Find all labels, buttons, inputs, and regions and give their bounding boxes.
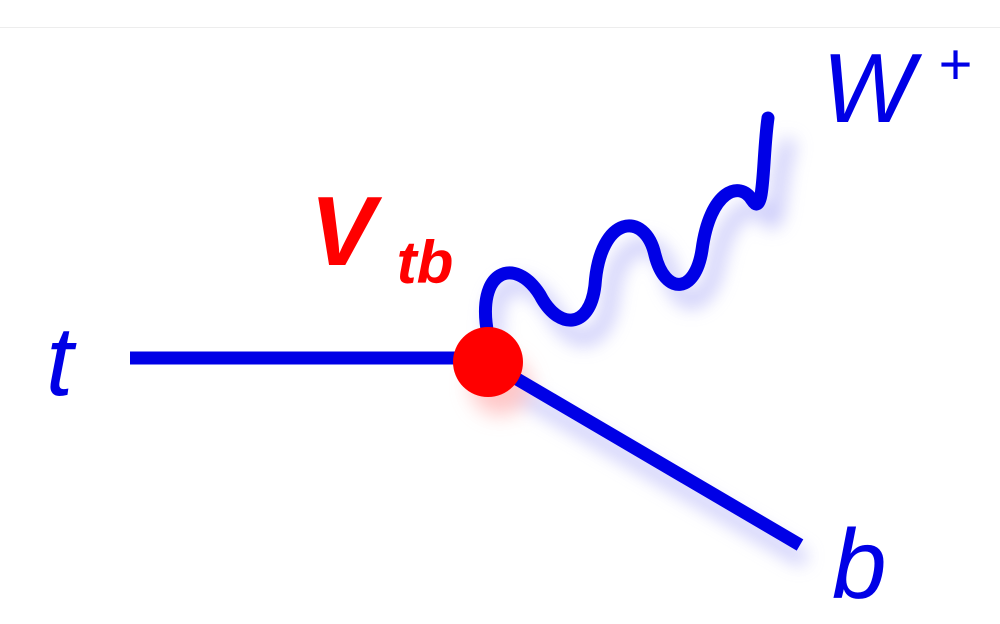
coupling-symbol: V xyxy=(310,176,383,286)
coupling-label: V tb xyxy=(310,176,453,296)
bottom-line-glow xyxy=(501,378,809,567)
coupling-subscript: tb xyxy=(397,229,454,296)
boson-symbol: W xyxy=(822,33,923,143)
vertex-dot xyxy=(453,327,523,397)
outgoing-particle-label: b xyxy=(832,509,887,619)
boson-charge: + xyxy=(938,32,972,97)
w-boson-line xyxy=(479,111,775,342)
boson-label: W + xyxy=(822,32,972,143)
incoming-particle-label: t xyxy=(46,306,77,416)
top-divider xyxy=(0,27,1000,28)
w-boson-glow xyxy=(486,137,797,346)
bottom-quark-line xyxy=(484,356,804,551)
